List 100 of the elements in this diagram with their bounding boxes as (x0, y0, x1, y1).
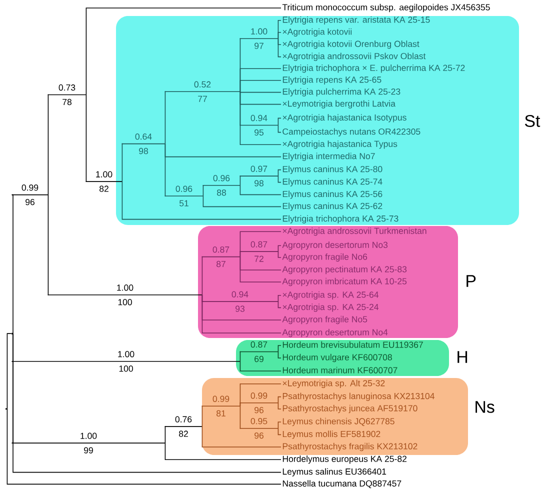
support-values: 0.94 93 (201, 291, 279, 312)
tree-branch (122, 181, 282, 220)
tree-branch (164, 426, 166, 444)
support-values: 0.96 51 (164, 186, 204, 206)
taxon-label: Elytrigia repens KA 25-65 (282, 76, 382, 84)
taxon-label: Elytrigia trichophora KA 25-73 (282, 215, 398, 224)
support-values: 0.96 88 (202, 175, 241, 196)
support-values: 0.95 96 (239, 418, 279, 439)
tree-branch (278, 124, 282, 133)
tree-branch (121, 143, 123, 182)
taxon-label: Psathyrostachys lanuginosa KX213104 (282, 392, 434, 401)
tree-branch (6, 333, 12, 410)
tree-branch (47, 194, 49, 296)
taxon-label: Elymus caninus KA 25-56 (282, 190, 382, 199)
taxon-label: Elymus caninus KA 25-80 (282, 166, 382, 174)
support-values: 0.99 96 (239, 392, 279, 414)
tree-branch (85, 94, 87, 182)
taxon-label: Elytrigia trichophora × E. pulcherrima KA 25-72 (282, 64, 465, 73)
taxon-label: Hordeum brevisubulatum EU119367 (282, 341, 423, 348)
taxon-label: Elytrigia intermedia No7 (282, 152, 375, 161)
tree-branch (239, 406, 241, 429)
tree-branch (240, 91, 282, 145)
tree-branch (201, 406, 203, 427)
tree-branch (164, 442, 282, 460)
taxon-label: ×Leymotrigia bergrothi Latvia (282, 100, 396, 108)
taxon-label: Elymus caninus KA 25-74 (282, 178, 382, 186)
support-values: 0.52 77 (164, 81, 241, 102)
taxon-label: ×Agrotrigia kotovii Orenburg Oblast (282, 40, 420, 49)
taxon-label: ×Agrotrigia kotovii (282, 28, 352, 36)
support-values: 1.00 97 (239, 28, 279, 49)
tree-branch (240, 184, 282, 196)
tree-branch (6, 408, 282, 485)
support-values: 0.87 87 (201, 246, 241, 268)
taxon-label: Hordeum marinum KF600707 (282, 366, 398, 374)
tree-branch (202, 426, 282, 448)
tree-branch (240, 80, 282, 92)
taxon-label: Hordelymus europeus KA 25-82 (282, 456, 406, 464)
tree-branch (12, 333, 282, 473)
taxon-label: Leymus chinensis JQ627785 (282, 418, 394, 426)
tree-branch (278, 301, 282, 308)
taxon-label: Agropyron pectinatum KA 25-83 (282, 266, 407, 274)
taxon-label: Nassella tucumana DQ887457 (282, 480, 402, 488)
support-values: 0.97 98 (239, 166, 279, 186)
taxon-label: Hordeum vulgare KF600708 (282, 354, 392, 362)
tree-branch (239, 402, 241, 407)
taxon-label: ×Agrotrigia sp. KA 25-64 (282, 291, 379, 300)
tree-branch (278, 422, 282, 429)
node-label: Ns (476, 401, 494, 413)
tree-branch (164, 91, 166, 144)
tree-branch (240, 91, 282, 93)
tree-branch (278, 32, 282, 39)
support-values: 0.99 96 (11, 184, 49, 206)
tree-branch (11, 194, 14, 334)
taxon-label: Elytrigia pulcherrima KA 25-23 (282, 88, 400, 96)
taxon-label: Agropyron desertorum No4 (282, 328, 388, 338)
tree-branch (278, 251, 282, 258)
taxon-label: Elymus caninus KA 25-62 (282, 202, 382, 211)
tree-branch (202, 294, 282, 334)
tree-branch (278, 396, 282, 404)
tree-branch (278, 428, 282, 436)
taxon-label: Triticum monococcum subsp. aegilopoides JX456355 (282, 4, 490, 12)
tree-branch (202, 184, 204, 196)
tree-branch (240, 256, 282, 282)
node-label: P (466, 275, 476, 287)
support-values: 0.73 78 (47, 84, 87, 106)
tree-branch (202, 196, 282, 208)
tree-branch (239, 251, 241, 258)
node-label: H (458, 351, 468, 363)
taxon-label: ×Agrotrigia hajastanica Isotypus (282, 114, 406, 122)
tree-branch (278, 295, 282, 302)
tree-branch (278, 169, 282, 176)
taxon-label: ×Leymotrigia sp. Alt 25-32 (282, 380, 385, 388)
taxon-label: ×Agrotrigia hajastanica Typus (282, 140, 398, 149)
taxon-label: Leymus mollis EF581902 (282, 430, 380, 439)
tree-branch (86, 8, 282, 96)
tree-branch (278, 351, 282, 358)
tree-branch (278, 38, 282, 58)
tree-branch (278, 345, 282, 352)
taxon-label: Agropyron imbricatum KA 10-25 (282, 278, 407, 286)
support-values: 0.94 95 (239, 114, 279, 136)
tree-branch (164, 143, 166, 196)
taxon-label: Elytrigia repens var. aristata KA 25-15 (282, 16, 430, 24)
tree-branch (240, 360, 282, 372)
support-values: 0.76 82 (164, 416, 203, 437)
support-values: 1.00 82 (85, 171, 123, 192)
support-values: 1.00 100 (11, 351, 241, 372)
tree-branch (278, 402, 282, 410)
support-values: 0.64 98 (121, 133, 166, 154)
tree-branch (278, 176, 282, 183)
taxon-label: Agropyron desertorum No3 (282, 242, 388, 250)
support-values: 1.00 100 (47, 284, 203, 306)
taxon-label: Psathyrostachys fragilis KX213102 (282, 442, 418, 452)
tree-branch (201, 256, 203, 296)
tree-branch (239, 176, 241, 186)
support-values: 0.87 69 (239, 341, 279, 362)
taxon-label: Psathyrostachys juncea AF519170 (282, 404, 418, 414)
support-values: 0.99 81 (201, 396, 241, 416)
taxon-label: ×Agrotrigia androssovii Pskov Oblast (282, 52, 426, 61)
taxon-label: Leymus salinus EU366401 (282, 468, 386, 476)
taxon-label: Agropyron fragile No6 (282, 253, 368, 262)
